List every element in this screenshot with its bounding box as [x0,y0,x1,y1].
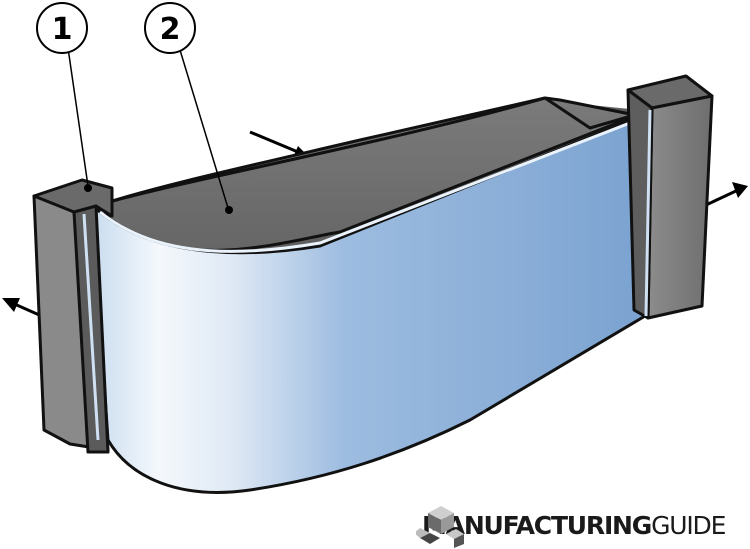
metal-sheet [90,110,654,494]
right-clamp [626,74,714,320]
cube-logo-icon [416,506,464,548]
callout-2-label: 2 [160,12,181,47]
callout-1: 1 [36,2,92,192]
callout-1-label: 1 [52,12,73,47]
manufacturing-guide-logo: MANUFACTURINGGUIDE [416,504,750,548]
left-clamp [32,178,114,454]
logo-wordmark: MANUFACTURINGGUIDE [422,504,726,548]
logo-brand-light: GUIDE [651,511,726,540]
callout-2: 2 [144,2,233,214]
right-pull-arrow [705,182,748,207]
